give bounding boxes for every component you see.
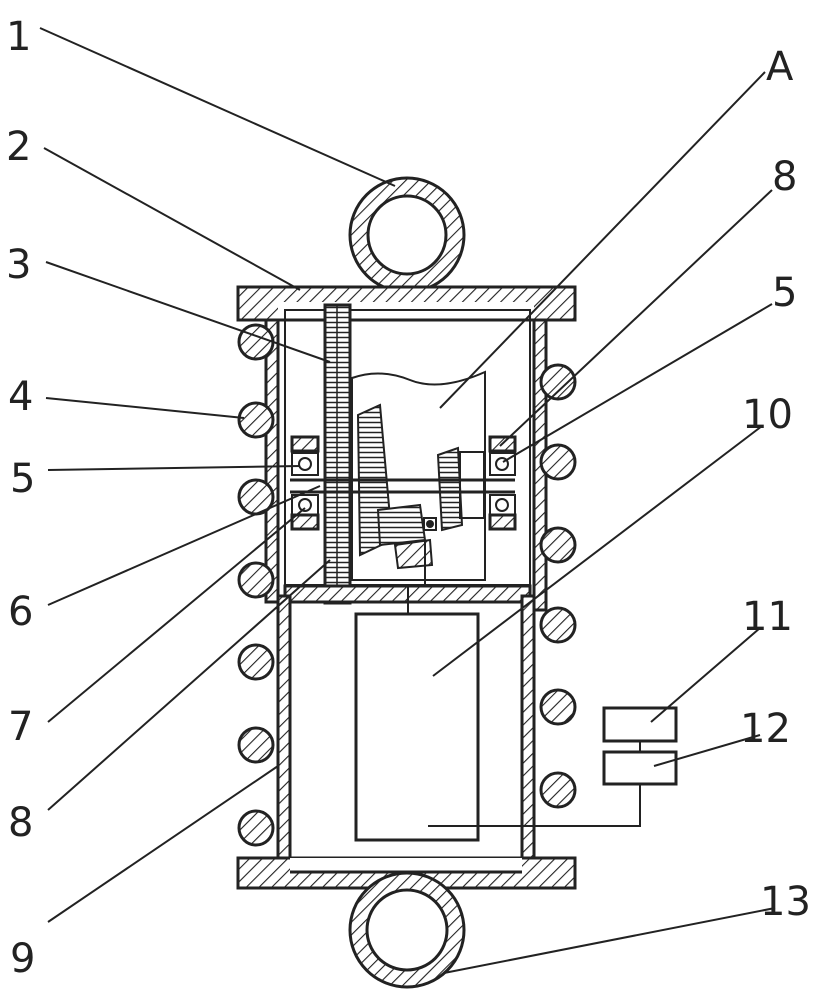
label-8-left: 8	[8, 800, 33, 846]
label-11: 11	[742, 594, 793, 640]
label-5-left: 5	[10, 456, 35, 502]
right-bearings	[488, 435, 517, 531]
lower-housing	[276, 594, 536, 868]
top-cap	[236, 285, 577, 322]
label-13: 13	[760, 879, 811, 925]
label-6: 6	[8, 589, 33, 635]
bevel-gear-assembly	[356, 403, 485, 600]
label-12: 12	[740, 706, 791, 752]
label-2: 2	[6, 124, 31, 170]
leader-lines	[39, 27, 776, 974]
bottom-mount-ring	[348, 871, 466, 989]
label-1: 1	[6, 14, 31, 60]
left-bearings	[290, 435, 320, 531]
top-mount-ring	[348, 176, 466, 294]
horizontal-shaft	[290, 478, 515, 494]
label-10: 10	[742, 392, 793, 438]
label-3: 3	[6, 242, 31, 288]
label-7: 7	[8, 704, 33, 750]
generator-body	[351, 370, 486, 581]
label-A: A	[766, 44, 794, 90]
control-units	[428, 706, 678, 827]
label-8-right: 8	[772, 154, 797, 200]
spring-coils	[237, 323, 577, 847]
label-4: 4	[8, 374, 33, 420]
rack-gear	[323, 303, 352, 605]
label-9: 9	[10, 936, 35, 982]
label-5-right: 5	[772, 270, 797, 316]
part-labels: 1 2 3 4 5 6 7 8 9 A 8 5 10 11 12 13	[6, 14, 811, 982]
storage-box	[354, 612, 480, 842]
